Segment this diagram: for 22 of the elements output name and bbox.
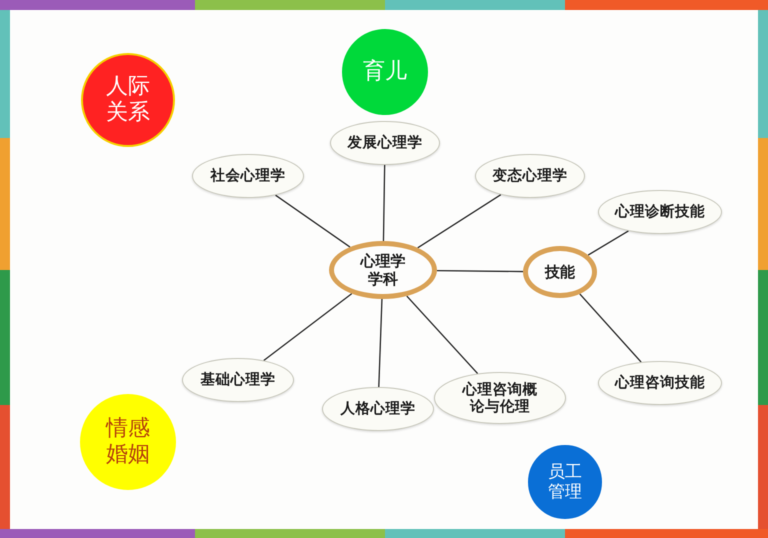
topic-label: 心理咨询概论与伦理 xyxy=(461,380,538,416)
connector-line xyxy=(378,298,383,388)
connector-line xyxy=(588,230,629,256)
subject-ellipse xyxy=(322,387,434,431)
topic-label: 发展心理学 xyxy=(348,134,422,152)
topic-label: 人格心理学 xyxy=(340,400,416,418)
topic-label: 情感婚姻 xyxy=(106,416,150,468)
topic-label: 变态心理学 xyxy=(492,167,568,185)
subject-ellipse xyxy=(434,372,566,424)
connector-line xyxy=(579,294,642,362)
topic-label: 基础心理学 xyxy=(200,371,276,389)
topic-label: 社会心理学 xyxy=(210,167,286,185)
connector-line xyxy=(436,270,524,272)
topic-label: 心理咨询技能 xyxy=(615,374,705,392)
topic-label: 心理诊断技能 xyxy=(615,203,705,221)
connector-line xyxy=(382,164,386,242)
topic-label: 人际关系 xyxy=(106,74,150,126)
hub-ellipse xyxy=(523,246,597,298)
topic-label: 员工管理 xyxy=(548,462,582,502)
topic-label: 心理学学科 xyxy=(360,252,406,288)
topic-label: 技能 xyxy=(545,263,575,281)
topic-label: 育儿 xyxy=(363,58,407,86)
